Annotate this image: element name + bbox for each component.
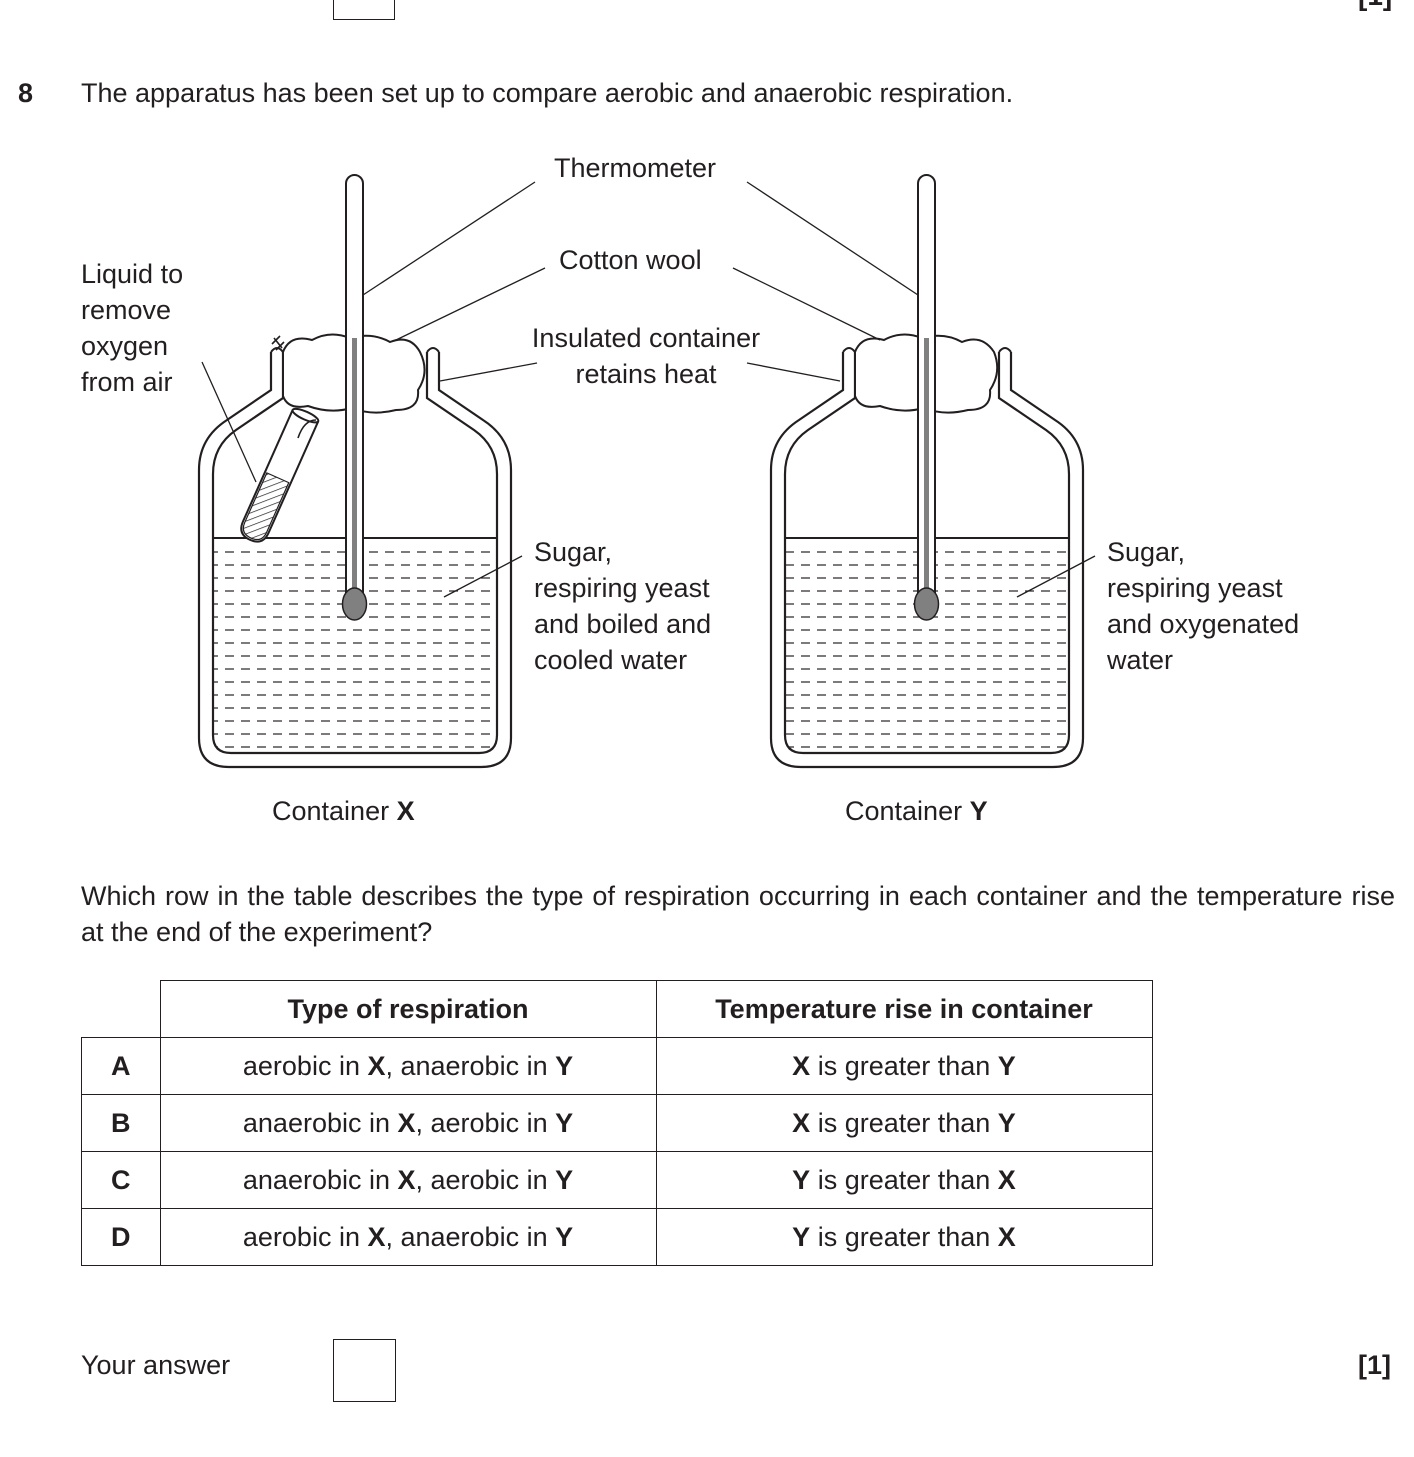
label-liquid-line: oxygen	[81, 331, 169, 361]
oxygen-absorber-tube	[240, 407, 320, 543]
cell-text: anaerobic in	[242, 1107, 398, 1138]
cell-text: , anaerobic in	[385, 1050, 556, 1081]
cell-letter: X	[792, 1107, 811, 1138]
cell-letter: Y	[792, 1221, 811, 1252]
your-answer-label: Your answer	[81, 1350, 231, 1380]
previous-marks: [1]	[1358, 0, 1392, 12]
cell-letter: Y	[555, 1107, 574, 1138]
cell-text: , anaerobic in	[385, 1221, 556, 1252]
respiration-cell: anaerobic in X, aerobic in Y	[159, 1151, 657, 1209]
table-row: B anaerobic in X, aerobic in Y X is grea…	[81, 1094, 1153, 1152]
cell-letter: X	[397, 1107, 416, 1138]
container-label-text: Container	[845, 796, 970, 826]
cell-text: aerobic in	[242, 1050, 368, 1081]
cell-text: is greater than	[810, 1221, 998, 1252]
cell-text: anaerobic in	[242, 1164, 398, 1195]
temperature-cell: X is greater than Y	[655, 1094, 1153, 1152]
label-y-contents-line: Sugar,	[1107, 537, 1186, 567]
label-thermometer: Thermometer	[554, 153, 717, 183]
cell-letter: Y	[792, 1164, 811, 1195]
cell-letter: Y	[997, 1050, 1016, 1081]
cell-text: aerobic in	[242, 1221, 368, 1252]
respiration-cell: anaerobic in X, aerobic in Y	[159, 1094, 657, 1152]
table-row: C anaerobic in X, aerobic in Y Y is grea…	[81, 1151, 1153, 1209]
table-corner	[81, 980, 161, 1038]
question-prompt: Which row in the table describes the typ…	[81, 881, 1395, 947]
cell-letter: Y	[997, 1107, 1016, 1138]
container-letter: X	[396, 796, 415, 826]
label-y-contents-line: respiring yeast	[1107, 573, 1283, 603]
options-table: Type of respiration Temperature rise in …	[81, 980, 1153, 1266]
cell-letter: Y	[555, 1050, 574, 1081]
cell-letter: X	[997, 1164, 1016, 1195]
cell-letter: X	[367, 1050, 386, 1081]
cell-letter: X	[397, 1164, 416, 1195]
label-x-contents-line: Sugar,	[534, 537, 613, 567]
label-liquid-line: remove	[81, 295, 172, 325]
cell-text: , aerobic in	[415, 1164, 556, 1195]
answer-input-box[interactable]	[333, 1339, 396, 1402]
cell-letter: X	[997, 1221, 1016, 1252]
label-x-contents-line: respiring yeast	[534, 573, 710, 603]
cell-text: is greater than	[810, 1164, 998, 1195]
label-x-contents-line: cooled water	[534, 645, 688, 675]
label-liquid-line: from air	[81, 367, 173, 397]
previous-answer-box	[333, 0, 395, 20]
label-liquid-line: Liquid to	[81, 259, 184, 289]
temperature-cell: Y is greater than X	[655, 1151, 1153, 1209]
question-text: The apparatus has been set up to compare…	[81, 78, 1014, 108]
label-x-contents: Sugar, respiring yeast and boiled and co…	[534, 534, 711, 678]
cell-letter: X	[367, 1221, 386, 1252]
row-key: D	[81, 1208, 161, 1266]
apparatus-diagram	[197, 174, 1096, 769]
row-key: A	[81, 1037, 161, 1095]
leader-lines	[201, 181, 1096, 598]
header-type-of-respiration: Type of respiration	[159, 980, 657, 1038]
row-key: C	[81, 1151, 161, 1209]
container-y-label: Container Y	[845, 796, 988, 827]
respiration-cell: aerobic in X, anaerobic in Y	[159, 1037, 657, 1095]
container-x-label: Container X	[272, 796, 415, 827]
thermometer-y	[913, 174, 940, 621]
temperature-cell: Y is greater than X	[655, 1208, 1153, 1266]
cell-text: is greater than	[810, 1050, 998, 1081]
marks-indicator: [1]	[1358, 1350, 1391, 1380]
label-insulated-line: Insulated container	[531, 323, 761, 353]
label-x-contents-line: and boiled and	[534, 609, 712, 639]
cell-letter: X	[792, 1050, 811, 1081]
label-y-contents-line: and oxygenated	[1107, 609, 1300, 639]
container-letter: Y	[969, 796, 988, 826]
container-label-text: Container	[272, 796, 397, 826]
label-insulated-line: retains heat	[575, 359, 717, 389]
label-liquid-remove-oxygen: Liquid to remove oxygen from air	[81, 256, 183, 400]
table-row: A aerobic in X, anaerobic in Y X is grea…	[81, 1037, 1153, 1095]
temperature-cell: X is greater than Y	[655, 1037, 1153, 1095]
thermometer-x	[341, 174, 368, 621]
label-insulated-container: Insulated container retains heat	[506, 320, 786, 392]
question-number: 8	[18, 78, 34, 108]
table-row: D aerobic in X, anaerobic in Y Y is grea…	[81, 1208, 1153, 1266]
label-y-contents-line: water	[1107, 645, 1174, 675]
cell-text: is greater than	[810, 1107, 998, 1138]
cell-text: , aerobic in	[415, 1107, 556, 1138]
table-header-row: Type of respiration Temperature rise in …	[81, 980, 1153, 1038]
row-key: B	[81, 1094, 161, 1152]
container-y-bottle	[769, 347, 1085, 769]
cell-letter: Y	[555, 1164, 574, 1195]
respiration-cell: aerobic in X, anaerobic in Y	[159, 1208, 657, 1266]
label-y-contents: Sugar, respiring yeast and oxygenated wa…	[1107, 534, 1299, 678]
header-temperature-rise: Temperature rise in container	[655, 980, 1153, 1038]
label-cotton-wool: Cotton wool	[559, 245, 702, 275]
cell-letter: Y	[555, 1221, 574, 1252]
